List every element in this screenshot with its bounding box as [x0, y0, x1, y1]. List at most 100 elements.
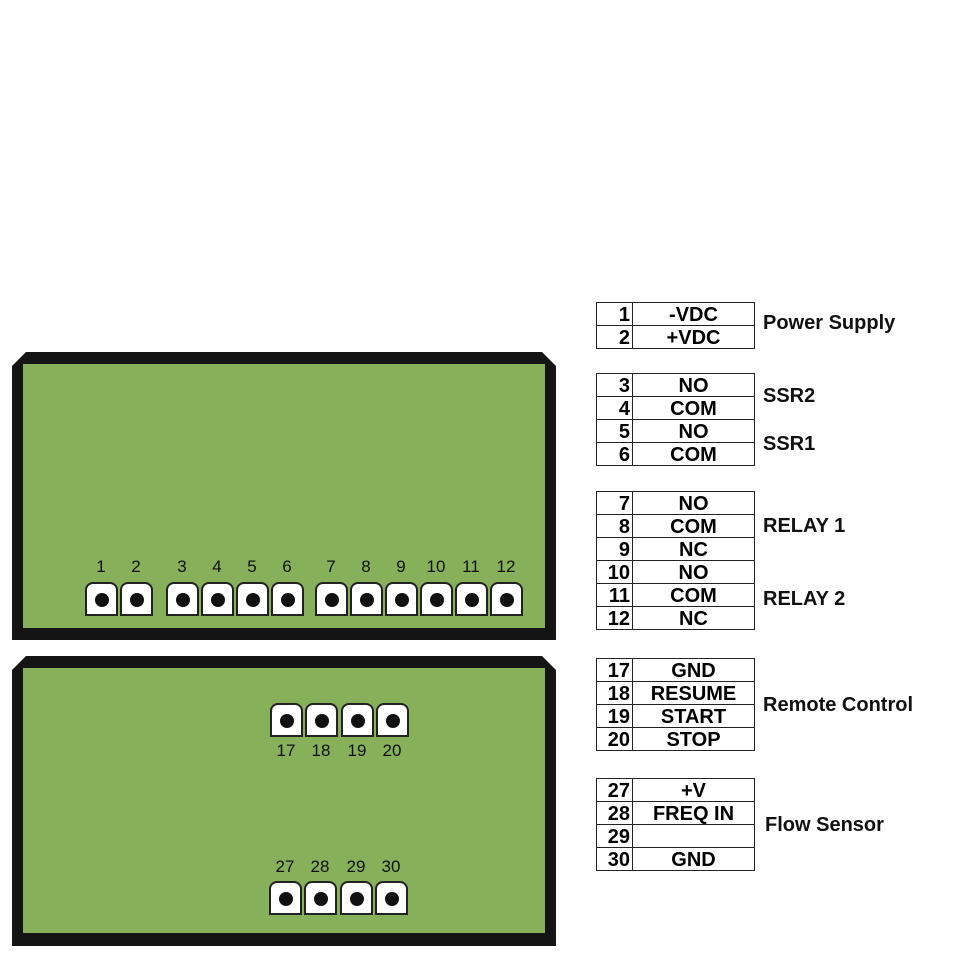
- pin-number: 17: [596, 658, 633, 682]
- terminal-10: [420, 582, 453, 616]
- pin-number: 4: [596, 396, 633, 420]
- screw-icon: [280, 714, 294, 728]
- terminal-number: 20: [382, 741, 402, 760]
- terminal-number: 7: [326, 557, 336, 576]
- group-label-power-supply: Power Supply: [763, 312, 896, 334]
- terminal-number: 2: [131, 557, 141, 576]
- screw-icon: [465, 593, 479, 607]
- pin-function: -VDC: [632, 302, 755, 326]
- pin-number: 1: [596, 302, 633, 326]
- pinout-row: 29: [596, 824, 755, 848]
- screw-icon: [430, 593, 444, 607]
- pin-function: GND: [632, 658, 755, 682]
- terminal-number: 5: [247, 557, 257, 576]
- pin-function: [632, 824, 755, 848]
- terminal-8: [350, 582, 383, 616]
- pin-function: NO: [632, 419, 755, 443]
- screw-icon: [176, 593, 190, 607]
- terminal-number: 27: [275, 857, 295, 876]
- pin-function: COM: [632, 442, 755, 466]
- pin-number: 5: [596, 419, 633, 443]
- pin-number: 19: [596, 704, 633, 728]
- pin-number: 30: [596, 847, 633, 871]
- terminal-17: [270, 703, 303, 737]
- screw-icon: [351, 714, 365, 728]
- pin-number: 18: [596, 681, 633, 705]
- terminal-number: 12: [496, 557, 516, 576]
- terminal-number: 29: [346, 857, 366, 876]
- pin-function: COM: [632, 583, 755, 607]
- pin-number: 7: [596, 491, 633, 515]
- terminal-3: [166, 582, 199, 616]
- screw-icon: [350, 892, 364, 906]
- pin-function: NO: [632, 373, 755, 397]
- screw-icon: [385, 892, 399, 906]
- terminal-12: [490, 582, 523, 616]
- terminal-number: 18: [311, 741, 331, 760]
- screw-icon: [315, 714, 329, 728]
- terminal-number: 28: [310, 857, 330, 876]
- pinout-row: 2+VDC: [596, 325, 755, 349]
- pin-function: COM: [632, 514, 755, 538]
- terminal-number: 6: [282, 557, 292, 576]
- pin-number: 10: [596, 560, 633, 584]
- terminal-30: [375, 881, 408, 915]
- screw-icon: [279, 892, 293, 906]
- terminal-number: 3: [177, 557, 187, 576]
- screw-icon: [211, 593, 225, 607]
- terminal-5: [236, 582, 269, 616]
- group-label-relay2: RELAY 2: [763, 588, 846, 610]
- terminal-28: [304, 881, 337, 915]
- terminal-1: [85, 582, 118, 616]
- pinout-row: 1-VDC: [596, 302, 755, 326]
- screw-icon: [386, 714, 400, 728]
- terminal-6: [271, 582, 304, 616]
- pin-function: NO: [632, 491, 755, 515]
- terminal-4: [201, 582, 234, 616]
- screw-icon: [246, 593, 260, 607]
- pin-function: +VDC: [632, 325, 755, 349]
- terminal-2: [120, 582, 153, 616]
- terminal-27: [269, 881, 302, 915]
- terminal-9: [385, 582, 418, 616]
- terminal-number: 8: [361, 557, 371, 576]
- group-label-ssr2: SSR2: [763, 385, 816, 407]
- group-label-relay1: RELAY 1: [763, 515, 846, 537]
- terminal-20: [376, 703, 409, 737]
- terminal-19: [341, 703, 374, 737]
- terminal-number: 9: [396, 557, 406, 576]
- terminal-number: 4: [212, 557, 222, 576]
- group-label-remote-control: Remote Control: [763, 694, 913, 716]
- pin-number: 11: [596, 583, 633, 607]
- pin-number: 8: [596, 514, 633, 538]
- pin-number: 20: [596, 727, 633, 751]
- screw-icon: [281, 593, 295, 607]
- pin-number: 27: [596, 778, 633, 802]
- terminal-number: 1: [96, 557, 106, 576]
- pin-number: 9: [596, 537, 633, 561]
- pin-function: NC: [632, 537, 755, 561]
- screw-icon: [130, 593, 144, 607]
- terminal-29: [340, 881, 373, 915]
- terminal-number: 11: [462, 557, 480, 576]
- pinout-row: 27+V: [596, 778, 755, 802]
- pin-function: RESUME: [632, 681, 755, 705]
- screw-icon: [395, 593, 409, 607]
